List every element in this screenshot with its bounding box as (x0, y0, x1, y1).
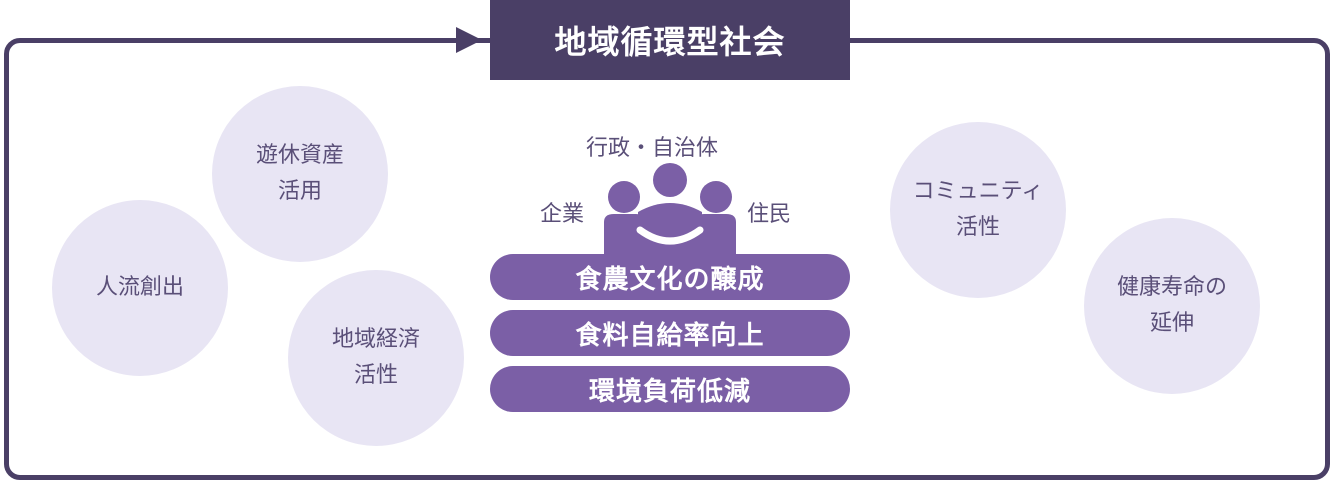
circle-label-line2: 延伸 (1149, 311, 1194, 336)
pill-food-self-sufficiency: 食料自給率向上 (490, 310, 850, 356)
role-companies: 企業 (540, 202, 585, 227)
circle-label-line2: 活性 (353, 363, 398, 388)
circle-idle-assets: 遊休資産 活用 (212, 86, 388, 262)
circle-healthy-life: 健康寿命の 延伸 (1084, 218, 1260, 394)
circle-label-line2: 活用 (277, 179, 322, 204)
role-government: 行政・自治体 (586, 136, 719, 161)
pill-environmental-load: 環境負荷低減 (490, 366, 850, 412)
circle-label-line1: コミュニティ (912, 179, 1044, 204)
circle-label-line1: 人流創出 (95, 275, 184, 300)
circle-label-line1: 健康寿命の (1116, 275, 1227, 300)
circle-label-line1: 地域経済 (331, 327, 420, 352)
circle-community: コミュニティ 活性 (890, 122, 1066, 298)
arrow-right-icon (456, 27, 482, 53)
circle-people-flow: 人流創出 (52, 200, 228, 376)
pill-food-culture: 食農文化の醸成 (490, 254, 850, 300)
role-residents: 住民 (747, 202, 792, 227)
circle-local-economy: 地域経済 活性 (288, 270, 464, 446)
circle-label-line2: 活性 (955, 215, 1000, 240)
diagram-title: 地域循環型社会 (490, 0, 850, 80)
circle-label-line1: 遊休資産 (255, 143, 344, 168)
people-group-icon (604, 163, 736, 260)
